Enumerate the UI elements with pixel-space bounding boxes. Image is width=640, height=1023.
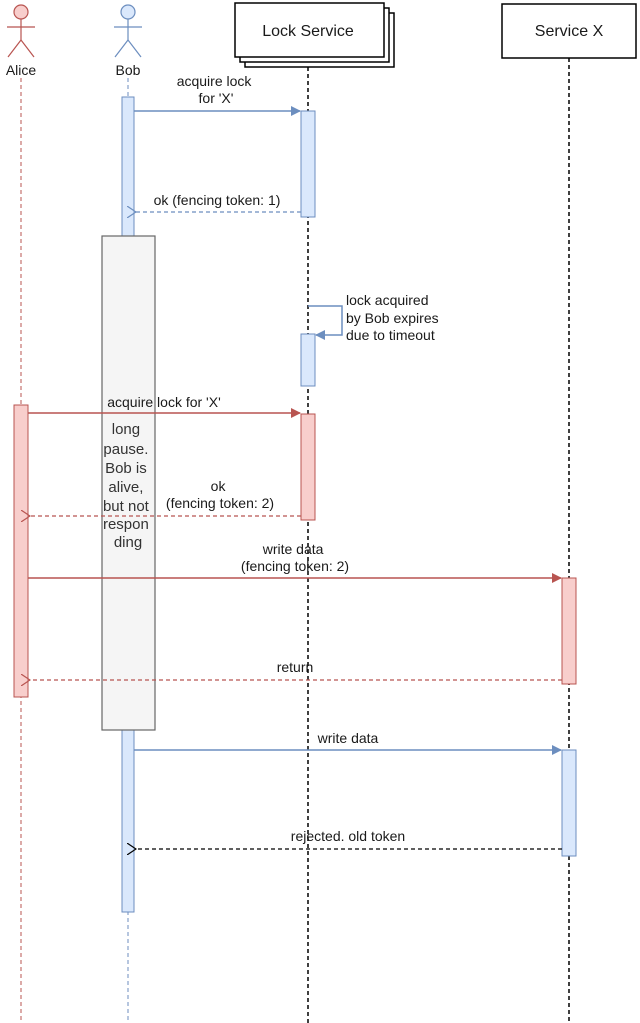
lock-service-label: Lock Service xyxy=(262,23,354,40)
pause-box xyxy=(101,235,156,731)
lock-service-activation-2 xyxy=(300,333,316,387)
bob-label: Bob xyxy=(116,62,141,78)
alice-label: Alice xyxy=(6,62,37,78)
lock-service-activation-3 xyxy=(300,413,316,521)
msg-acquire-lock-alice-label: acquire lock for 'X' xyxy=(107,394,221,410)
msg-return-label: return xyxy=(277,659,314,675)
pause-note-line: Bob is xyxy=(105,460,147,477)
self-msg-lock-expires-arrow xyxy=(308,305,343,340)
pause-note-line: respon xyxy=(103,516,149,533)
msg-rejected-label: rejected. old token xyxy=(291,828,405,844)
msg-acquire-lock-bob-label: acquire lock for 'X' xyxy=(177,73,256,106)
msg-ok-token2-label: ok (fencing token: 2) xyxy=(166,478,274,511)
self-msg-lock-expires-label: lock acquired by Bob expires due to time… xyxy=(346,292,443,343)
service-x-activation-1 xyxy=(561,577,577,685)
msg-write-data-bob-label: write data xyxy=(317,730,379,746)
pause-note-line: ding xyxy=(114,534,142,551)
pause-note-line: alive, xyxy=(108,479,143,496)
service-x-label: Service X xyxy=(535,23,604,40)
pause-note-line: pause. xyxy=(103,441,148,458)
bob-actor-icon xyxy=(114,4,142,58)
pause-note: long pause. Bob is alive, but not respon… xyxy=(103,421,153,551)
service-x-box xyxy=(501,3,637,59)
alice-actor-icon xyxy=(7,4,35,58)
lock-service-box xyxy=(234,2,395,68)
msg-write-data-alice-label: write data (fencing token: 2) xyxy=(241,541,349,574)
alice-activation-bar xyxy=(13,404,29,698)
service-x-activation-2 xyxy=(561,749,577,857)
pause-note-line: but not xyxy=(103,498,150,515)
pause-note-line: long xyxy=(112,421,140,438)
msg-ok-token1-label: ok (fencing token: 1) xyxy=(154,192,281,208)
lock-service-activation-1 xyxy=(300,110,316,218)
